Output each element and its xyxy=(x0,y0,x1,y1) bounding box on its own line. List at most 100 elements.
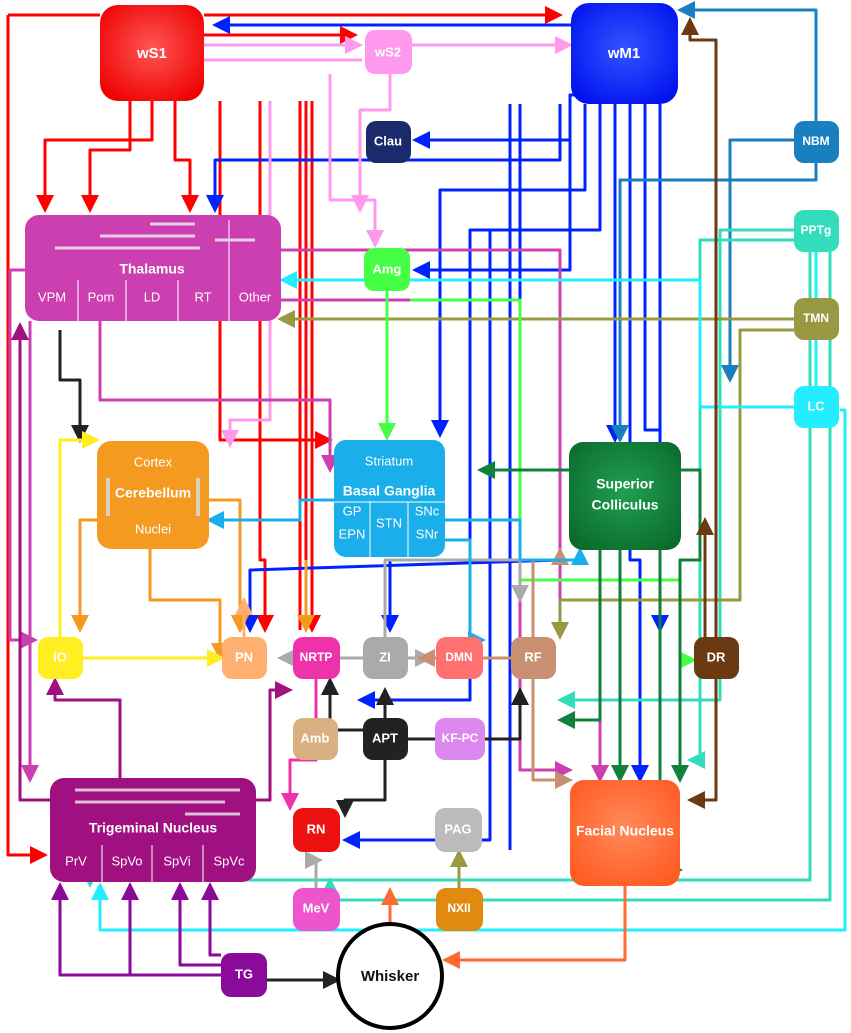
dmn-node: DMN xyxy=(436,637,483,679)
pn-node: PN xyxy=(222,637,267,679)
cerebellum-top: Cortex xyxy=(134,454,173,469)
connection-line xyxy=(201,882,221,957)
dr-node: DR xyxy=(694,637,739,679)
thalamus-label: Thalamus xyxy=(119,261,185,277)
connection-line xyxy=(687,679,718,809)
connection-line xyxy=(58,431,100,637)
cerebellum-bottom: Nuclei xyxy=(135,521,171,536)
facial-label: Facial Nucleus xyxy=(576,823,674,839)
connection-line xyxy=(628,104,649,783)
pn-label: PN xyxy=(235,649,253,664)
amg-node: Amg xyxy=(364,248,410,291)
pptg-node: PPTg xyxy=(794,210,839,252)
connection-line xyxy=(256,681,293,802)
ws2-label: wS2 xyxy=(374,44,401,59)
connection-line xyxy=(10,322,50,802)
rf-label: RF xyxy=(524,649,541,664)
superior-colliculus-node: Superior Colliculus xyxy=(569,442,681,550)
lc-node: LC xyxy=(794,386,839,428)
apt-node: APT xyxy=(363,718,408,760)
thalamus-node: Thalamus VPM Pom LD RT Other xyxy=(25,215,281,321)
connection-line xyxy=(531,679,573,789)
trig-sub-spvc: SpVc xyxy=(213,853,245,868)
basal-ganglia-node: Striatum Basal Ganglia GP SNc EPN STN SN… xyxy=(334,440,445,557)
connection-line xyxy=(328,74,384,248)
connection-line xyxy=(91,408,847,932)
mev-node: MeV xyxy=(293,888,340,931)
connection-line xyxy=(557,550,602,729)
dmn-label: DMN xyxy=(445,650,472,664)
basal-top: Striatum xyxy=(365,453,413,468)
nrtp-label: NRTP xyxy=(300,650,333,664)
rn-label: RN xyxy=(307,821,326,836)
facial-nucleus-node: Facial Nucleus xyxy=(570,780,680,886)
connection-line xyxy=(51,882,221,977)
ws2-node: wS2 xyxy=(365,30,412,74)
clau-label: Clau xyxy=(374,133,402,148)
tg-node: TG xyxy=(221,953,267,997)
rf-node: RF xyxy=(511,637,556,679)
connection-line xyxy=(551,328,794,640)
connection-line xyxy=(206,498,334,529)
connection-line xyxy=(721,138,794,383)
connection-line xyxy=(81,101,132,213)
trig-sub-spvi: SpVi xyxy=(163,853,190,868)
connection-line xyxy=(171,882,221,967)
ws1-node: wS1 xyxy=(100,5,204,101)
connection-line xyxy=(279,271,794,409)
tmn-label: TMN xyxy=(803,311,829,325)
amb-label: Amb xyxy=(301,730,330,745)
connection-line xyxy=(383,558,529,637)
basal-sub-stn: STN xyxy=(376,515,402,530)
thalamus-sub-other: Other xyxy=(239,289,272,304)
thalamus-sub-vpm: VPM xyxy=(38,289,66,304)
amb-node: Amb xyxy=(293,718,338,760)
thalamus-sub-rt: RT xyxy=(194,289,211,304)
connection-line xyxy=(412,93,575,279)
connection-line xyxy=(336,760,387,818)
connection-line xyxy=(6,13,100,855)
nxii-node: NXII xyxy=(436,888,483,931)
pag-label: PAG xyxy=(444,821,471,836)
lc-label: LC xyxy=(807,398,825,413)
cerebellum-label: Cerebellum xyxy=(115,485,191,501)
connection-line xyxy=(8,268,38,649)
connection-line xyxy=(677,1,818,121)
nbm-label: NBM xyxy=(802,134,829,148)
cerebellum-node: Cortex Cerebellum Nuclei xyxy=(97,441,209,549)
sc-label-1: Superior xyxy=(596,476,654,492)
connection-line xyxy=(431,104,587,438)
connection-line xyxy=(98,321,339,473)
nxii-label: NXII xyxy=(447,901,470,915)
connection-line xyxy=(445,518,589,565)
rn-node: RN xyxy=(293,808,340,852)
connection-line xyxy=(71,518,97,633)
ws1-label: wS1 xyxy=(136,45,167,62)
trig-sub-prv: PrV xyxy=(65,853,87,868)
wm1-label: wM1 xyxy=(607,45,641,62)
whisker-label: Whisker xyxy=(361,968,420,985)
connection-line xyxy=(204,45,570,60)
connection-line xyxy=(148,549,229,661)
basal-label: Basal Ganglia xyxy=(343,483,436,499)
kfpc-label: KF-PC xyxy=(442,731,479,745)
connection-line xyxy=(256,101,274,633)
pptg-label: PPTg xyxy=(801,223,832,237)
connection-line xyxy=(305,851,323,888)
clau-node: Clau xyxy=(366,121,411,163)
connection-line xyxy=(209,498,249,633)
connection-line xyxy=(300,101,312,630)
connection-line xyxy=(218,101,333,449)
connection-line xyxy=(46,677,122,778)
connection-line xyxy=(671,468,702,783)
connection-line xyxy=(557,228,794,709)
thalamus-sub-pom: Pom xyxy=(88,289,115,304)
connection-line xyxy=(442,886,627,969)
nrtp-node: NRTP xyxy=(293,637,340,679)
trig-sub-spvo: SpVo xyxy=(111,853,142,868)
mev-label: MeV xyxy=(303,900,330,915)
basal-sub-snr: SNr xyxy=(416,526,439,541)
tmn-node: TMN xyxy=(794,298,839,340)
